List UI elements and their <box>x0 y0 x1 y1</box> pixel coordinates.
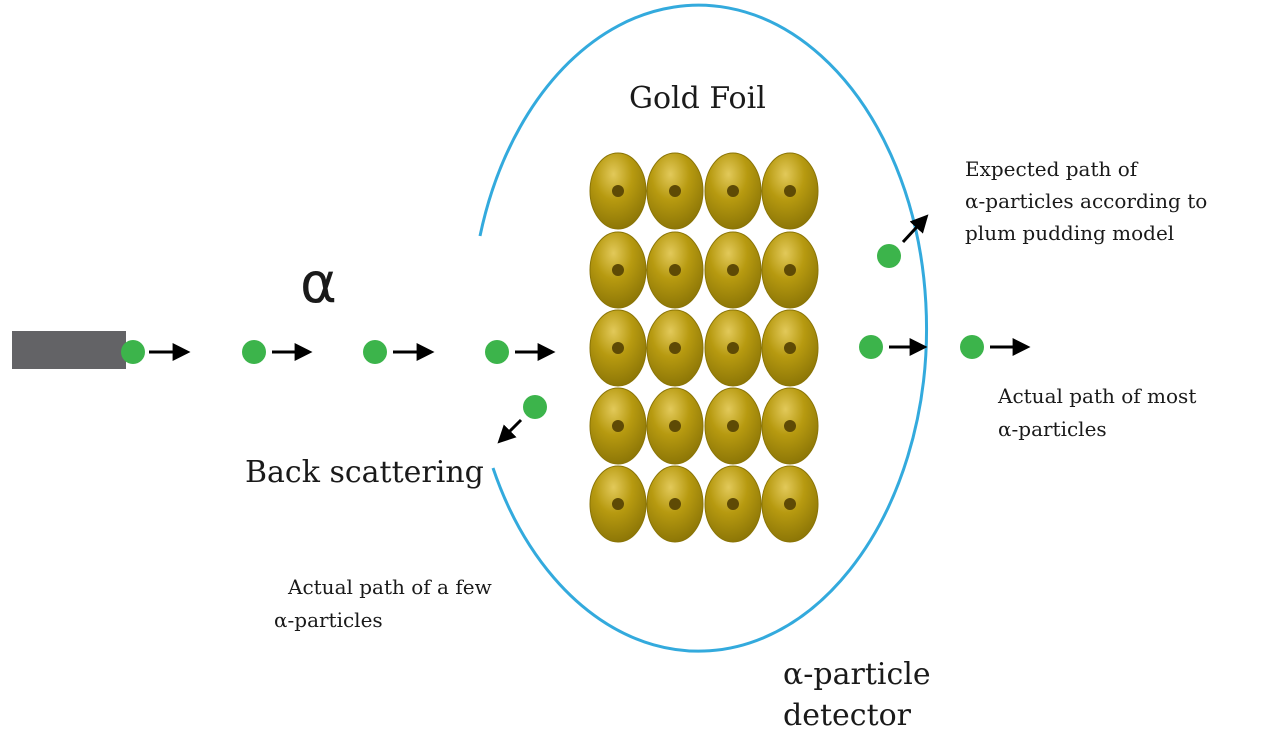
gold-atom <box>704 465 762 543</box>
alpha-particle <box>859 335 928 359</box>
actual-most-line-1: Actual path of most <box>997 384 1196 408</box>
gold-nucleus <box>727 420 739 432</box>
expected-path-line-3: plum pudding model <box>965 221 1174 245</box>
gold-nucleus <box>669 342 681 354</box>
gold-atom <box>704 387 762 465</box>
gold-atom <box>704 152 762 230</box>
gold-nucleus <box>612 185 624 197</box>
detector-line-1: α-particle <box>783 657 931 692</box>
gold-nucleus <box>727 498 739 510</box>
alpha-particle <box>877 214 929 268</box>
gold-nucleus <box>727 264 739 276</box>
gold-atom <box>589 231 647 309</box>
gold-nucleus <box>669 498 681 510</box>
alpha-particles <box>121 214 1031 444</box>
gold-nucleus <box>784 185 796 197</box>
direction-arrow <box>497 418 523 444</box>
gold-nucleus <box>784 420 796 432</box>
gold-atom <box>761 387 819 465</box>
gold-atom <box>589 387 647 465</box>
alpha-particle <box>363 340 435 364</box>
actual-most-label: Actual path of most α-particles <box>997 384 1196 441</box>
alpha-particle <box>960 335 1031 359</box>
gold-foil-label: Gold Foil <box>629 81 766 116</box>
expected-path-label: Expected path of α-particles according t… <box>965 157 1207 245</box>
gold-atom <box>646 231 704 309</box>
gold-nucleus <box>727 342 739 354</box>
gold-nucleus <box>612 342 624 354</box>
gold-atom <box>646 309 704 387</box>
gold-nucleus <box>612 420 624 432</box>
gold-atom <box>761 152 819 230</box>
alpha-symbol: α <box>300 251 337 316</box>
alpha-particle <box>242 340 313 364</box>
gold-atom <box>589 465 647 543</box>
gold-nucleus <box>784 342 796 354</box>
actual-few-label: Actual path of a few α-particles <box>274 575 492 632</box>
back-scattering-label: Back scattering <box>245 455 484 490</box>
actual-few-line-1: Actual path of a few <box>287 575 492 599</box>
gold-atom <box>589 309 647 387</box>
gold-atom <box>761 231 819 309</box>
alpha-source <box>12 331 126 369</box>
gold-atom <box>761 309 819 387</box>
gold-nucleus <box>669 185 681 197</box>
gold-foil <box>589 152 819 543</box>
detector-label: α-particle detector <box>783 657 931 733</box>
gold-nucleus <box>784 264 796 276</box>
expected-path-line-1: Expected path of <box>965 157 1139 181</box>
gold-atom <box>589 152 647 230</box>
gold-atom <box>704 231 762 309</box>
gold-nucleus <box>669 420 681 432</box>
actual-most-line-2: α-particles <box>998 417 1107 441</box>
gold-nucleus <box>612 498 624 510</box>
actual-few-line-2: α-particles <box>274 608 383 632</box>
gold-atom <box>646 465 704 543</box>
gold-nucleus <box>727 185 739 197</box>
alpha-particle <box>497 395 547 444</box>
detector-line-2: detector <box>783 698 912 729</box>
gold-atom <box>704 309 762 387</box>
alpha-particle <box>485 340 556 364</box>
gold-nucleus <box>784 498 796 510</box>
gold-atom <box>761 465 819 543</box>
detector-ring <box>478 3 929 653</box>
gold-nucleus <box>669 264 681 276</box>
gold-atom <box>646 387 704 465</box>
direction-arrow <box>901 214 929 244</box>
alpha-particle <box>121 340 191 364</box>
gold-nucleus <box>612 264 624 276</box>
expected-path-line-2: α-particles according to <box>965 189 1207 213</box>
gold-atom <box>646 152 704 230</box>
